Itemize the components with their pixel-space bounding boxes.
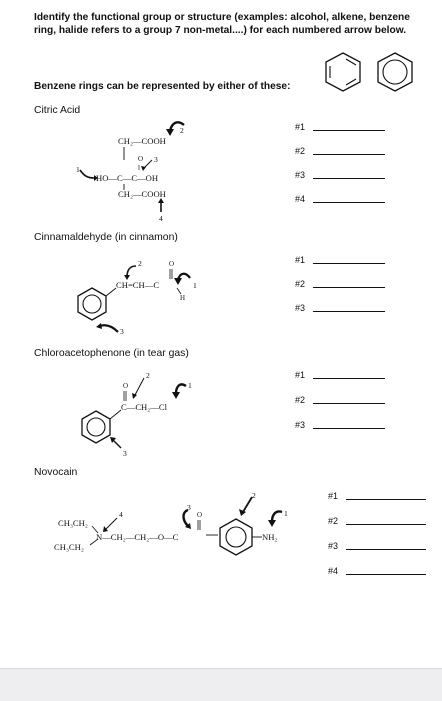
arrow-4-icon [103,517,118,532]
answer-line[interactable] [346,574,427,575]
arrow-1-icon [79,169,98,181]
arrow-number-3: 3 [120,327,124,336]
arrow-number-4: 4 [159,214,163,223]
arrow-number-3: 3 [123,449,127,458]
arrow-3-icon [96,323,119,333]
arrow-number-4: 4 [119,510,123,519]
arrow-number-1: 1 [193,281,197,290]
novocain-blank-2[interactable]: #2 [328,516,427,526]
arrow-3-icon [110,437,122,449]
arrow-number-1: 1 [284,509,288,518]
aldehyde-o-label: O [169,260,174,268]
double-bond-mark: ‖ [138,164,140,172]
arrow-number-2: 2 [180,126,184,135]
section-title-cinnamaldehyde: Cinnamaldehyde (in cinnamon) [34,232,178,243]
ester-o-label: O [197,511,202,519]
citric-acid-structure: CH₂—COOH O ‖ HO—C—C—OH CH₂—COOH 1 2 3 4 [76,121,185,223]
chloroacetophenone-blank-1[interactable]: #1 [295,370,386,380]
arrow-2-icon [166,121,185,136]
answer-line[interactable] [346,524,427,525]
n-ch2-ch2-o-c-label: N—CH₂—CH₂—O—C [96,532,179,542]
arrow-2-icon [124,265,137,280]
section-title-chloroacetophenone: Chloroacetophenone (in tear gas) [34,348,189,359]
ch2-cooh-bottom-label: CH₂—COOH [118,189,166,199]
worksheet-page: Identify the functional group or structu… [34,12,427,576]
section-title-citric-acid: Citric Acid [34,105,81,116]
answer-line[interactable] [313,178,386,179]
arrow-number-3: 3 [154,155,158,164]
citric-blank-1[interactable]: #1 [295,122,386,132]
ketone-o-label: O [123,382,128,390]
arrow-number-1: 1 [76,165,80,174]
kekule-benzene-icon [325,52,361,92]
arrow-3-icon [141,159,153,171]
answer-line[interactable] [313,202,386,203]
arrow-1-icon [172,383,187,399]
answer-line[interactable] [313,154,386,155]
chloroacetophenone-structure: C—CH₂—Cl O 1 2 3 [81,371,192,458]
answer-line[interactable] [313,130,386,131]
benzene-representations [325,52,413,92]
answer-line[interactable] [313,403,386,404]
cinnamaldehyde-structure: CH=CH—C O H 1 2 3 [77,259,197,336]
circle-benzene-icon [377,52,413,92]
answer-line[interactable] [346,549,427,550]
arrow-number-1: 1 [188,381,192,390]
answer-line[interactable] [313,263,386,264]
instructions: Identify the functional group or structu… [34,12,410,36]
novocain-blank-1[interactable]: #1 [328,491,427,501]
answer-line[interactable] [346,499,427,500]
arrow-1-icon [268,510,283,527]
citric-blank-3[interactable]: #3 [295,170,386,180]
answer-line[interactable] [313,428,386,429]
benzene-note: Benzene rings can be represented by eith… [34,81,291,92]
chloroacetophenone-blank-2[interactable]: #2 [295,395,386,405]
cinnamaldehyde-blank-1[interactable]: #1 [295,255,386,265]
arrow-number-2: 2 [252,491,256,500]
ethyl-bottom-label: CH₃CH₂ [54,542,84,552]
chloroacetophenone-blank-3[interactable]: #3 [295,420,386,430]
answer-line[interactable] [313,378,386,379]
nh2-label: NH₂ [262,532,277,542]
benzene-ring-icon [219,518,253,556]
aldehyde-h-label: H [180,294,185,302]
answer-line[interactable] [313,287,386,288]
carbonyl-o-label: O [138,155,143,163]
arrow-number-3: 3 [187,503,191,512]
answer-line[interactable] [313,311,386,312]
arrow-1-icon [174,272,191,285]
arrow-2-icon [132,377,145,399]
ethyl-top-label: CH₃CH₂ [58,518,88,528]
arrow-2-icon [239,496,253,516]
novocain-structure: CH₃CH₂ CH₃CH₂ N—CH₂—CH₂—O—C O NH₂ 1 2 3 [54,491,288,556]
ho-c-c-oh-label: HO—C—C—OH [96,173,158,183]
viewer-footer-band [0,668,442,701]
novocain-blank-3[interactable]: #3 [328,541,427,551]
ch2-cooh-top-label: CH₂—COOH [118,136,166,146]
cinnamaldehyde-blank-2[interactable]: #2 [295,279,386,289]
cinnamaldehyde-blank-3[interactable]: #3 [295,303,386,313]
arrow-number-2: 2 [146,371,150,380]
citric-blank-4[interactable]: #4 [295,194,386,204]
ch-ch-c-label: CH=CH—C [116,280,159,290]
c-ch2-cl-label: C—CH₂—Cl [121,402,168,412]
arrow-3-icon [182,508,191,529]
section-title-novocain: Novocain [34,467,78,478]
arrow-4-icon [158,198,164,212]
citric-blank-2[interactable]: #2 [295,146,386,156]
arrow-number-2: 2 [138,259,142,268]
novocain-blank-4[interactable]: #4 [328,566,427,576]
